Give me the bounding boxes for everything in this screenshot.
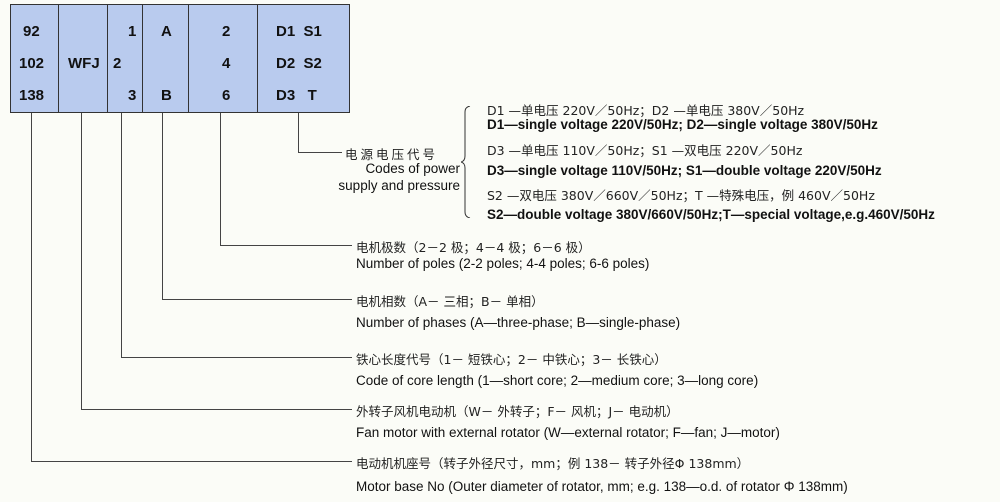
cell: 92	[23, 23, 40, 40]
cell: D2 S2	[276, 55, 322, 72]
connector-fan-motor	[81, 113, 82, 410]
cell: 6	[222, 87, 231, 104]
power-supply-title-en: Codes of power	[365, 161, 460, 176]
column-phases: A B	[143, 5, 189, 112]
power-supply-title-en: supply and pressure	[338, 178, 460, 193]
power-line-en: S2—double voltage 380V/660V/50Hz;T—speci…	[487, 207, 935, 222]
power-line-zh: S2 —双电压 380V／660V／50Hz；T —特殊电压，例 460V／50…	[487, 188, 875, 203]
power-line-zh: D1 —单电压 220V／50Hz；D2 —单电压 380V／50Hz	[487, 103, 805, 118]
cell: 102	[19, 55, 45, 72]
core-length-en: Code of core length (1—short core; 2—med…	[356, 373, 759, 388]
phases-en: Number of phases (A—three-phase; B—singl…	[356, 315, 681, 330]
cell: 4	[222, 55, 231, 72]
power-line-en: D1—single voltage 220V/50Hz; D2—single v…	[487, 117, 878, 132]
cell: 2	[113, 55, 122, 72]
connector-poles	[220, 113, 221, 245]
connector-motor-base	[31, 461, 352, 462]
power-line-zh: D3 —单电压 110V／50Hz；S1 —双电压 220V／50Hz	[487, 143, 803, 158]
cell: 1	[128, 23, 137, 40]
poles-zh: 电机极数（2－2 极；4－4 极；6－6 极）	[356, 240, 591, 255]
power-line-en: D3—single voltage 110V/50Hz; S1—double v…	[487, 163, 882, 178]
cell: B	[161, 87, 172, 104]
model-code-table: 92 102 138 WFJ 1 2 3 A B 2 4 6 D1 S1 D2 …	[10, 4, 350, 113]
cell: 3	[128, 87, 137, 104]
connector-fan-motor	[81, 409, 352, 410]
cell: 138	[19, 87, 45, 104]
brace-icon	[461, 106, 471, 218]
connector-poles	[220, 245, 352, 246]
connector-voltage	[298, 152, 342, 153]
motor-base-zh: 电动机机座号（转子外径尺寸，mm；例 138－ 转子外径Φ 138mm）	[356, 456, 750, 471]
connector-phases	[162, 299, 352, 300]
column-motor-base: 92 102 138	[11, 5, 59, 112]
column-voltage: D1 S1 D2 S2 D3 T	[258, 5, 351, 112]
fan-motor-zh: 外转子风机电动机（W－ 外转子；F－ 风机；J－ 电动机）	[356, 404, 679, 419]
core-length-zh: 铁心长度代号（1－ 短铁心；2－ 中铁心；3－ 长铁心）	[356, 352, 667, 367]
connector-core-length	[121, 357, 352, 358]
motor-base-en: Motor base No (Outer diameter of rotator…	[356, 479, 848, 494]
connector-motor-base	[31, 113, 32, 462]
cell: D1 S1	[276, 23, 322, 40]
column-type: WFJ	[59, 5, 108, 112]
phases-zh: 电机相数（A－ 三相；B－ 单相）	[356, 294, 544, 309]
cell: 2	[222, 23, 231, 40]
connector-core-length	[121, 113, 122, 357]
column-core-length: 1 2 3	[108, 5, 143, 112]
cell: WFJ	[68, 55, 100, 72]
power-supply-title-zh: 电源电压代号	[345, 147, 439, 162]
connector-voltage	[298, 113, 299, 153]
connector-phases	[162, 113, 163, 300]
poles-en: Number of poles (2-2 poles; 4-4 poles; 6…	[356, 256, 650, 271]
cell: A	[161, 23, 172, 40]
column-poles: 2 4 6	[189, 5, 258, 112]
cell: D3 T	[276, 87, 317, 104]
fan-motor-en: Fan motor with external rotator (W—exter…	[356, 425, 780, 440]
